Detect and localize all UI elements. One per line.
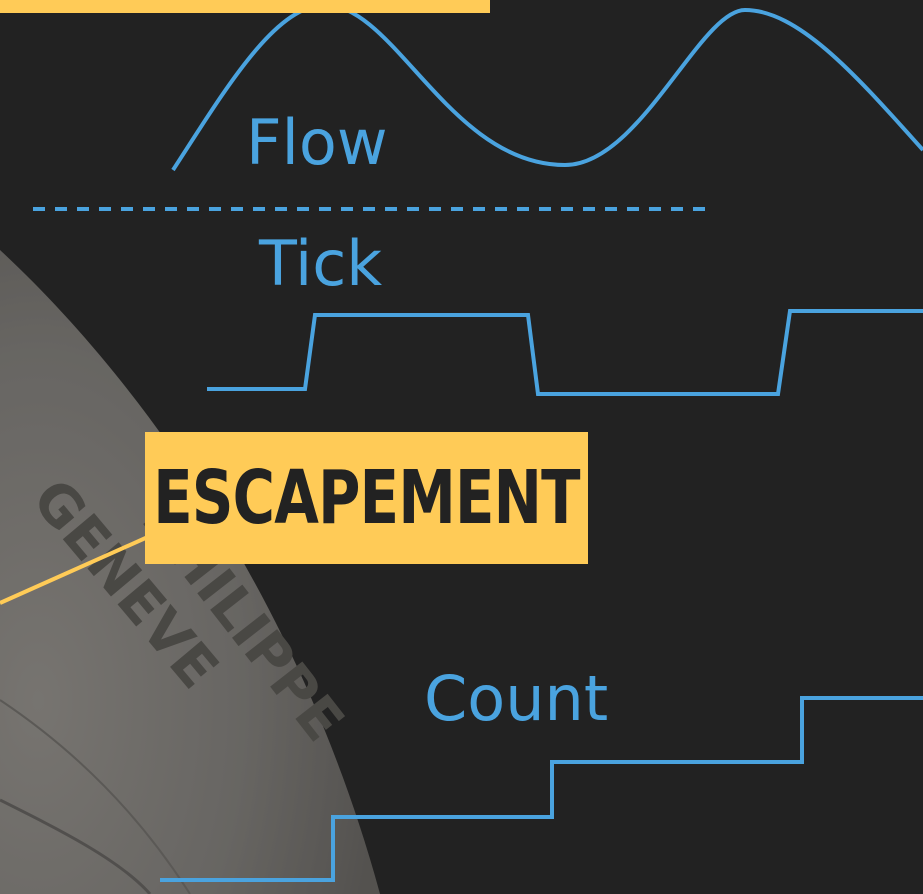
watch-case-photo: PHILIPPE GENEVE <box>0 250 380 894</box>
top-accent-bar <box>0 0 490 13</box>
tick-label: Tick <box>259 233 382 295</box>
flow-label: Flow <box>246 112 388 174</box>
escapement-label: ESCAPEMENT <box>194 432 540 564</box>
count-label: Count <box>424 668 608 730</box>
escapement-callout: ESCAPEMENT <box>145 432 588 564</box>
